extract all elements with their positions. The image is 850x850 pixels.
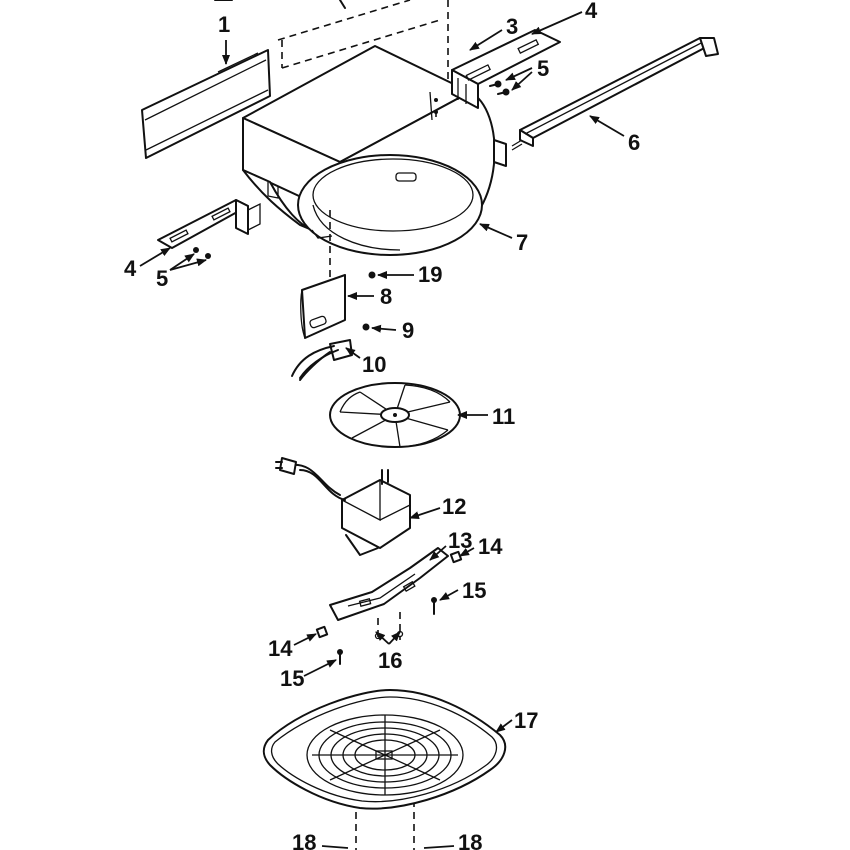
callout-4a: 4 <box>585 0 598 23</box>
callout-3: 3 <box>506 14 518 39</box>
screw-9-part <box>362 323 370 331</box>
grille-part <box>262 689 507 810</box>
hardware-14-15-part <box>315 550 463 665</box>
callout-15b: 15 <box>280 666 304 691</box>
callout-12: 12 <box>442 494 466 519</box>
callout-13: 13 <box>448 528 472 553</box>
callout-18-leaders <box>321 845 455 849</box>
motor-strap-part <box>329 547 449 621</box>
top-partial-parts <box>214 0 449 80</box>
callout-19: 19 <box>418 262 442 287</box>
callout-9: 9 <box>402 318 414 343</box>
callout-5a: 5 <box>537 56 549 81</box>
callout-7: 7 <box>516 230 528 255</box>
callout-15a: 15 <box>462 578 486 603</box>
callout-16: 16 <box>378 648 402 673</box>
hanger-channel-part <box>511 37 719 151</box>
callout-18a: 18 <box>292 830 316 850</box>
callout-14b: 14 <box>268 636 293 661</box>
wiring-cover-part <box>300 274 346 339</box>
callout-10: 10 <box>362 352 386 377</box>
callout-18b: 18 <box>458 830 482 850</box>
callout-labels: 1 3 4 5 6 7 4 5 19 8 9 10 11 12 13 14 15… <box>124 0 640 850</box>
screw-19-part <box>368 271 376 279</box>
mounting-bracket-left-part <box>157 199 261 259</box>
callout-17: 17 <box>514 708 538 733</box>
screws-right-part <box>489 80 510 96</box>
callout-6: 6 <box>628 130 640 155</box>
motor-part <box>275 457 411 556</box>
callout-14a: 14 <box>478 534 503 559</box>
damper-plate-part <box>141 49 271 159</box>
fan-blade-part <box>329 382 461 448</box>
receptacle-part <box>291 339 353 381</box>
callout-leaders <box>139 11 625 733</box>
callout-5b: 5 <box>156 266 168 291</box>
mounting-bracket-right-part <box>451 29 561 109</box>
blower-housing-part <box>242 45 507 256</box>
callout-4b: 4 <box>124 256 137 281</box>
callout-8: 8 <box>380 284 392 309</box>
callout-1: 1 <box>218 12 230 37</box>
callout-11: 11 <box>492 404 515 429</box>
